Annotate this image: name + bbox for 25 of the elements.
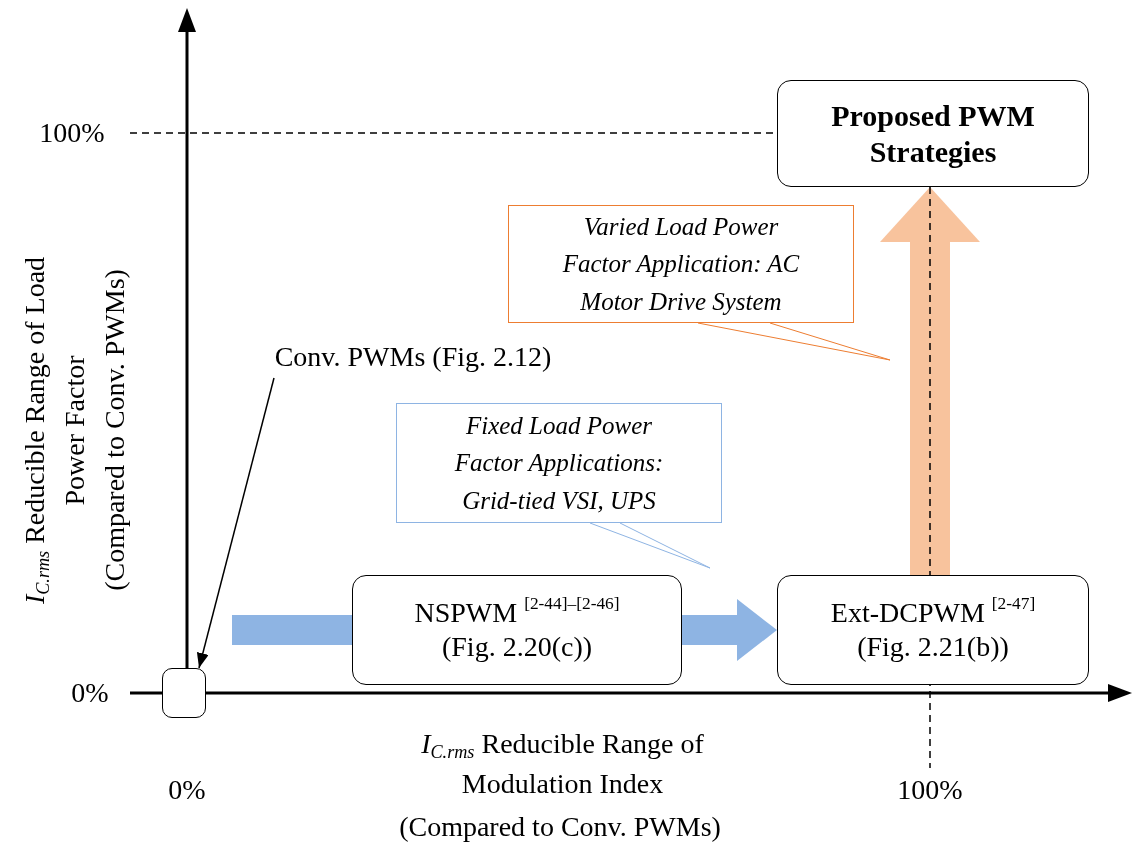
axis-title: (Compared to Conv. PWMs) xyxy=(98,268,131,593)
tick-label: 0% xyxy=(71,676,109,710)
axis-title: I$_{C.rms}$ Reducible Range of Modulation Index xyxy=(420,727,705,801)
node-label: Proposed PWM Strategies xyxy=(830,97,1036,170)
tick-label: 0% xyxy=(168,773,206,807)
callout-box xyxy=(396,403,722,523)
arrow xyxy=(196,377,275,669)
process-box xyxy=(352,575,682,685)
callout-pointer xyxy=(589,522,711,569)
node-label: Fixed Load Power Factor Applications: Grid-tied VSI, UPS xyxy=(453,410,665,516)
node-label: NSPWM $^{[2-44]–[2-46]}$ xyxy=(414,596,620,630)
origin-box xyxy=(162,668,206,718)
arrow xyxy=(880,187,980,575)
tick-label: 100% xyxy=(897,773,963,807)
axis-title: (Compared to Conv. PWMs) xyxy=(399,810,721,844)
process-box xyxy=(777,80,1089,187)
callout-box xyxy=(508,205,854,323)
node-label: Varied Load Power Factor Application: AC Motor Drive System xyxy=(561,211,801,317)
process-box xyxy=(777,575,1089,685)
node-label: Ext-DCPWM $^{[2-47]}$ xyxy=(830,596,1036,630)
node-label: (Fig. 2.21(b)) xyxy=(857,630,1009,664)
tick-label: 100% xyxy=(39,116,105,150)
node-label: (Fig. 2.20(c)) xyxy=(441,630,593,664)
arrow xyxy=(682,599,777,661)
annotation-text: Conv. PWMs (Fig. 2.12) xyxy=(218,336,608,378)
